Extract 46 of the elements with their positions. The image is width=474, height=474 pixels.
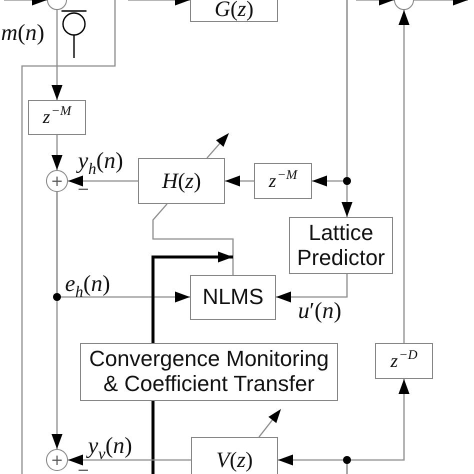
arrow bbox=[356, 0, 394, 6]
block-label: G(z) bbox=[214, 0, 254, 20]
edge-label: m(n) bbox=[1, 21, 44, 44]
block-label: z$^{−M}$ bbox=[268, 172, 298, 190]
arrow bbox=[276, 274, 348, 302]
delay-block bbox=[254, 163, 312, 199]
connector-line bbox=[152, 401, 154, 474]
arrow bbox=[128, 0, 190, 6]
block-label: z$^{−D}$ bbox=[390, 352, 418, 370]
arrow bbox=[52, 10, 62, 100]
delay-block bbox=[375, 343, 433, 379]
arrow bbox=[52, 192, 62, 449]
edge-label: y$_{h}$(n) bbox=[78, 149, 124, 172]
process-block bbox=[289, 217, 393, 274]
filter-block bbox=[190, 0, 278, 22]
minus-sign: − bbox=[77, 465, 90, 474]
filter-block bbox=[191, 437, 278, 474]
arrow bbox=[414, 0, 468, 6]
arrow bbox=[398, 10, 410, 343]
edge-label: u′(n) bbox=[298, 299, 342, 322]
process-block bbox=[190, 275, 276, 320]
block-label: Convergence Monitoring & Coefficient Transfer bbox=[88, 347, 330, 397]
arrow bbox=[225, 176, 254, 186]
process-block bbox=[80, 343, 338, 401]
block-label: V(z) bbox=[216, 449, 253, 471]
arrow bbox=[68, 454, 191, 466]
plus-sign: + bbox=[50, 174, 64, 188]
arrow bbox=[52, 135, 62, 170]
delay-block bbox=[28, 100, 86, 135]
summing-junction bbox=[46, 449, 68, 471]
arrow bbox=[342, 0, 352, 217]
filter-block bbox=[138, 158, 225, 204]
minus-sign: − bbox=[77, 184, 90, 194]
block-label: H(z) bbox=[162, 170, 202, 192]
edge-label: e$_{h}$(n) bbox=[65, 272, 110, 296]
arrow bbox=[152, 252, 233, 343]
connector-line bbox=[152, 204, 234, 275]
summing-junction bbox=[46, 170, 68, 192]
arrow bbox=[4, 0, 47, 6]
arrow bbox=[346, 379, 410, 474]
block-label: Lattice Predictor bbox=[296, 220, 386, 270]
block-label: NLMS bbox=[202, 285, 264, 310]
arrow bbox=[68, 176, 138, 186]
plus-sign: + bbox=[50, 452, 64, 468]
edge-label: y$_{v}$(n) bbox=[88, 434, 132, 458]
block-label: z$^{−M}$ bbox=[42, 108, 72, 127]
